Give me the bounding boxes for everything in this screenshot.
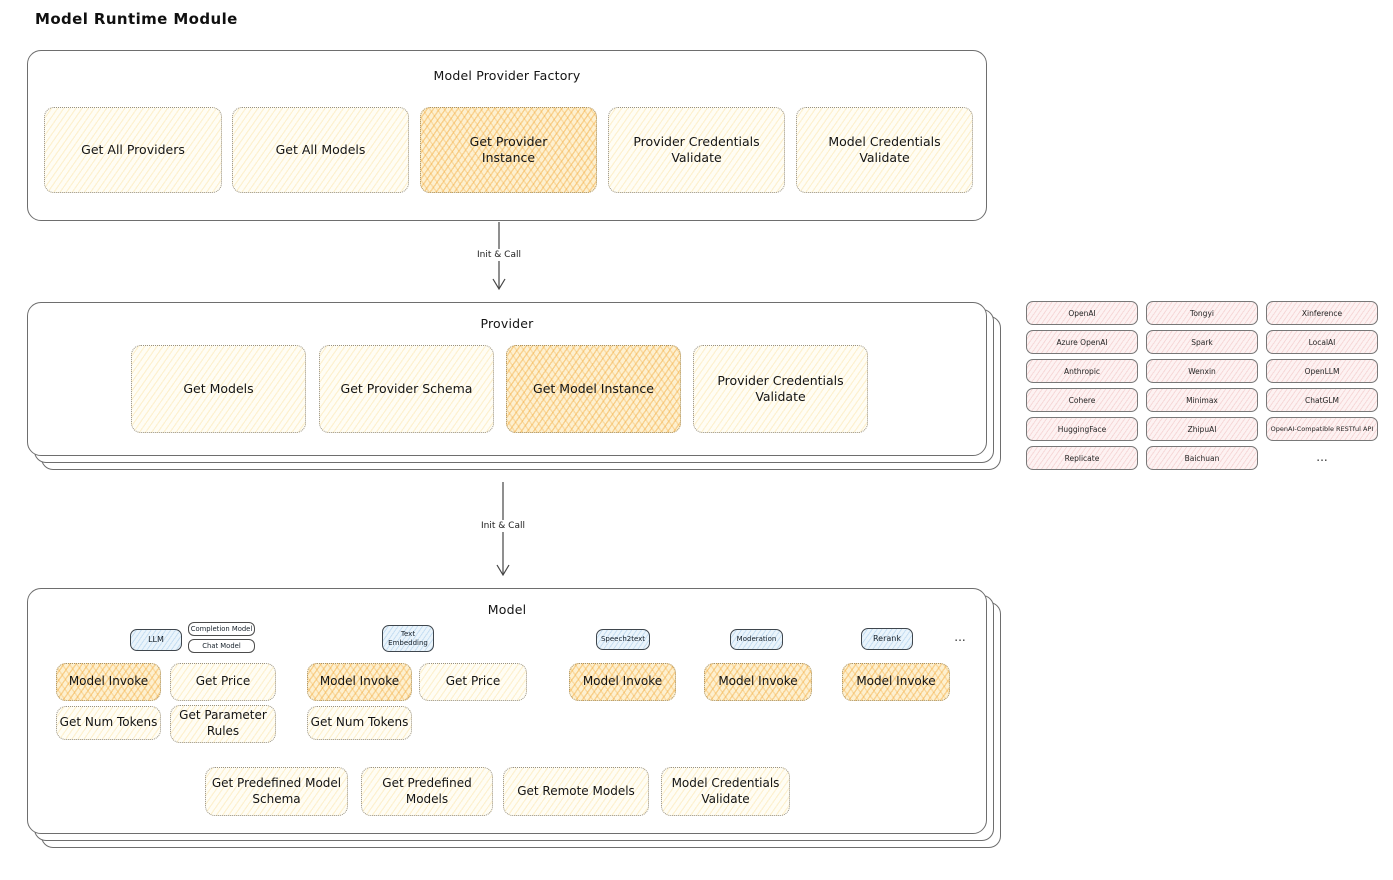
init-call-label-1: Init & Call: [462, 249, 536, 261]
node-get-models: Get Models: [131, 345, 306, 433]
node-provider-credentials-validate-2: Provider Credentials Validate: [693, 345, 868, 433]
node-get-all-models: Get All Models: [232, 107, 409, 193]
page-title: Model Runtime Module: [35, 10, 238, 28]
node-get-predefined-model-schema: Get Predefined Model Schema: [205, 767, 348, 816]
provider-pill-openllm: OpenLLM: [1266, 359, 1378, 383]
tab-llm: LLM: [130, 629, 182, 651]
tab-completion-model: Completion Model: [188, 622, 255, 636]
provider-pill-huggingface: HuggingFace: [1026, 417, 1138, 441]
provider-pill-anthropic: Anthropic: [1026, 359, 1138, 383]
provider-pill-zhipuai: ZhipuAI: [1146, 417, 1258, 441]
provider-pill-tongyi: Tongyi: [1146, 301, 1258, 325]
node-llm-model-invoke: Model Invoke: [56, 663, 161, 701]
provider-pill-cohere: Cohere: [1026, 388, 1138, 412]
node-get-provider-instance: Get Provider Instance: [420, 107, 597, 193]
tab-speech2text: Speech2text: [596, 629, 650, 650]
provider-pill-minimax: Minimax: [1146, 388, 1258, 412]
node-model-credentials-validate-2: Model Credentials Validate: [661, 767, 790, 816]
provider-pill-spark: Spark: [1146, 330, 1258, 354]
provider-pill-xinference: Xinference: [1266, 301, 1378, 325]
tab-chat-model: Chat Model: [188, 639, 255, 653]
node-get-all-providers: Get All Providers: [44, 107, 222, 193]
provider-pill-chatglm: ChatGLM: [1266, 388, 1378, 412]
tab-moderation: Moderation: [730, 629, 783, 650]
node-embedding-get-price: Get Price: [419, 663, 527, 701]
tabs-more: ...: [954, 630, 966, 644]
provider-pill-wenxin: Wenxin: [1146, 359, 1258, 383]
node-rerank-model-invoke: Model Invoke: [842, 663, 950, 701]
tab-text-embedding: Text Embedding: [382, 625, 434, 652]
node-embedding-get-num-tokens: Get Num Tokens: [307, 706, 412, 740]
node-moderation-model-invoke: Model Invoke: [704, 663, 812, 701]
node-speech2text-model-invoke: Model Invoke: [569, 663, 676, 701]
provider-list-more: ...: [1316, 450, 1328, 464]
tab-rerank: Rerank: [861, 628, 913, 650]
node-llm-get-parameter-rules: Get Parameter Rules: [170, 705, 276, 743]
node-llm-get-price: Get Price: [170, 663, 276, 701]
node-get-remote-models: Get Remote Models: [503, 767, 649, 816]
provider-pill-openai: OpenAI: [1026, 301, 1138, 325]
model-provider-factory-title: Model Provider Factory: [433, 68, 581, 83]
provider-pill-replicate: Replicate: [1026, 446, 1138, 470]
node-get-predefined-models: Get Predefined Models: [361, 767, 493, 816]
provider-title: Provider: [480, 316, 534, 331]
provider-pill-baichuan: Baichuan: [1146, 446, 1258, 470]
model-title: Model: [487, 602, 527, 617]
node-embedding-model-invoke: Model Invoke: [307, 663, 412, 701]
provider-pill-openai-compatible-restful-api: OpenAI-Compatible RESTful API: [1266, 417, 1378, 441]
init-call-label-2: Init & Call: [466, 520, 540, 532]
node-model-credentials-validate: Model Credentials Validate: [796, 107, 973, 193]
node-get-provider-schema: Get Provider Schema: [319, 345, 494, 433]
provider-pill-azure-openai: Azure OpenAI: [1026, 330, 1138, 354]
node-llm-get-num-tokens: Get Num Tokens: [56, 706, 161, 740]
provider-pill-localai: LocalAI: [1266, 330, 1378, 354]
node-get-model-instance: Get Model Instance: [506, 345, 681, 433]
node-provider-credentials-validate: Provider Credentials Validate: [608, 107, 785, 193]
